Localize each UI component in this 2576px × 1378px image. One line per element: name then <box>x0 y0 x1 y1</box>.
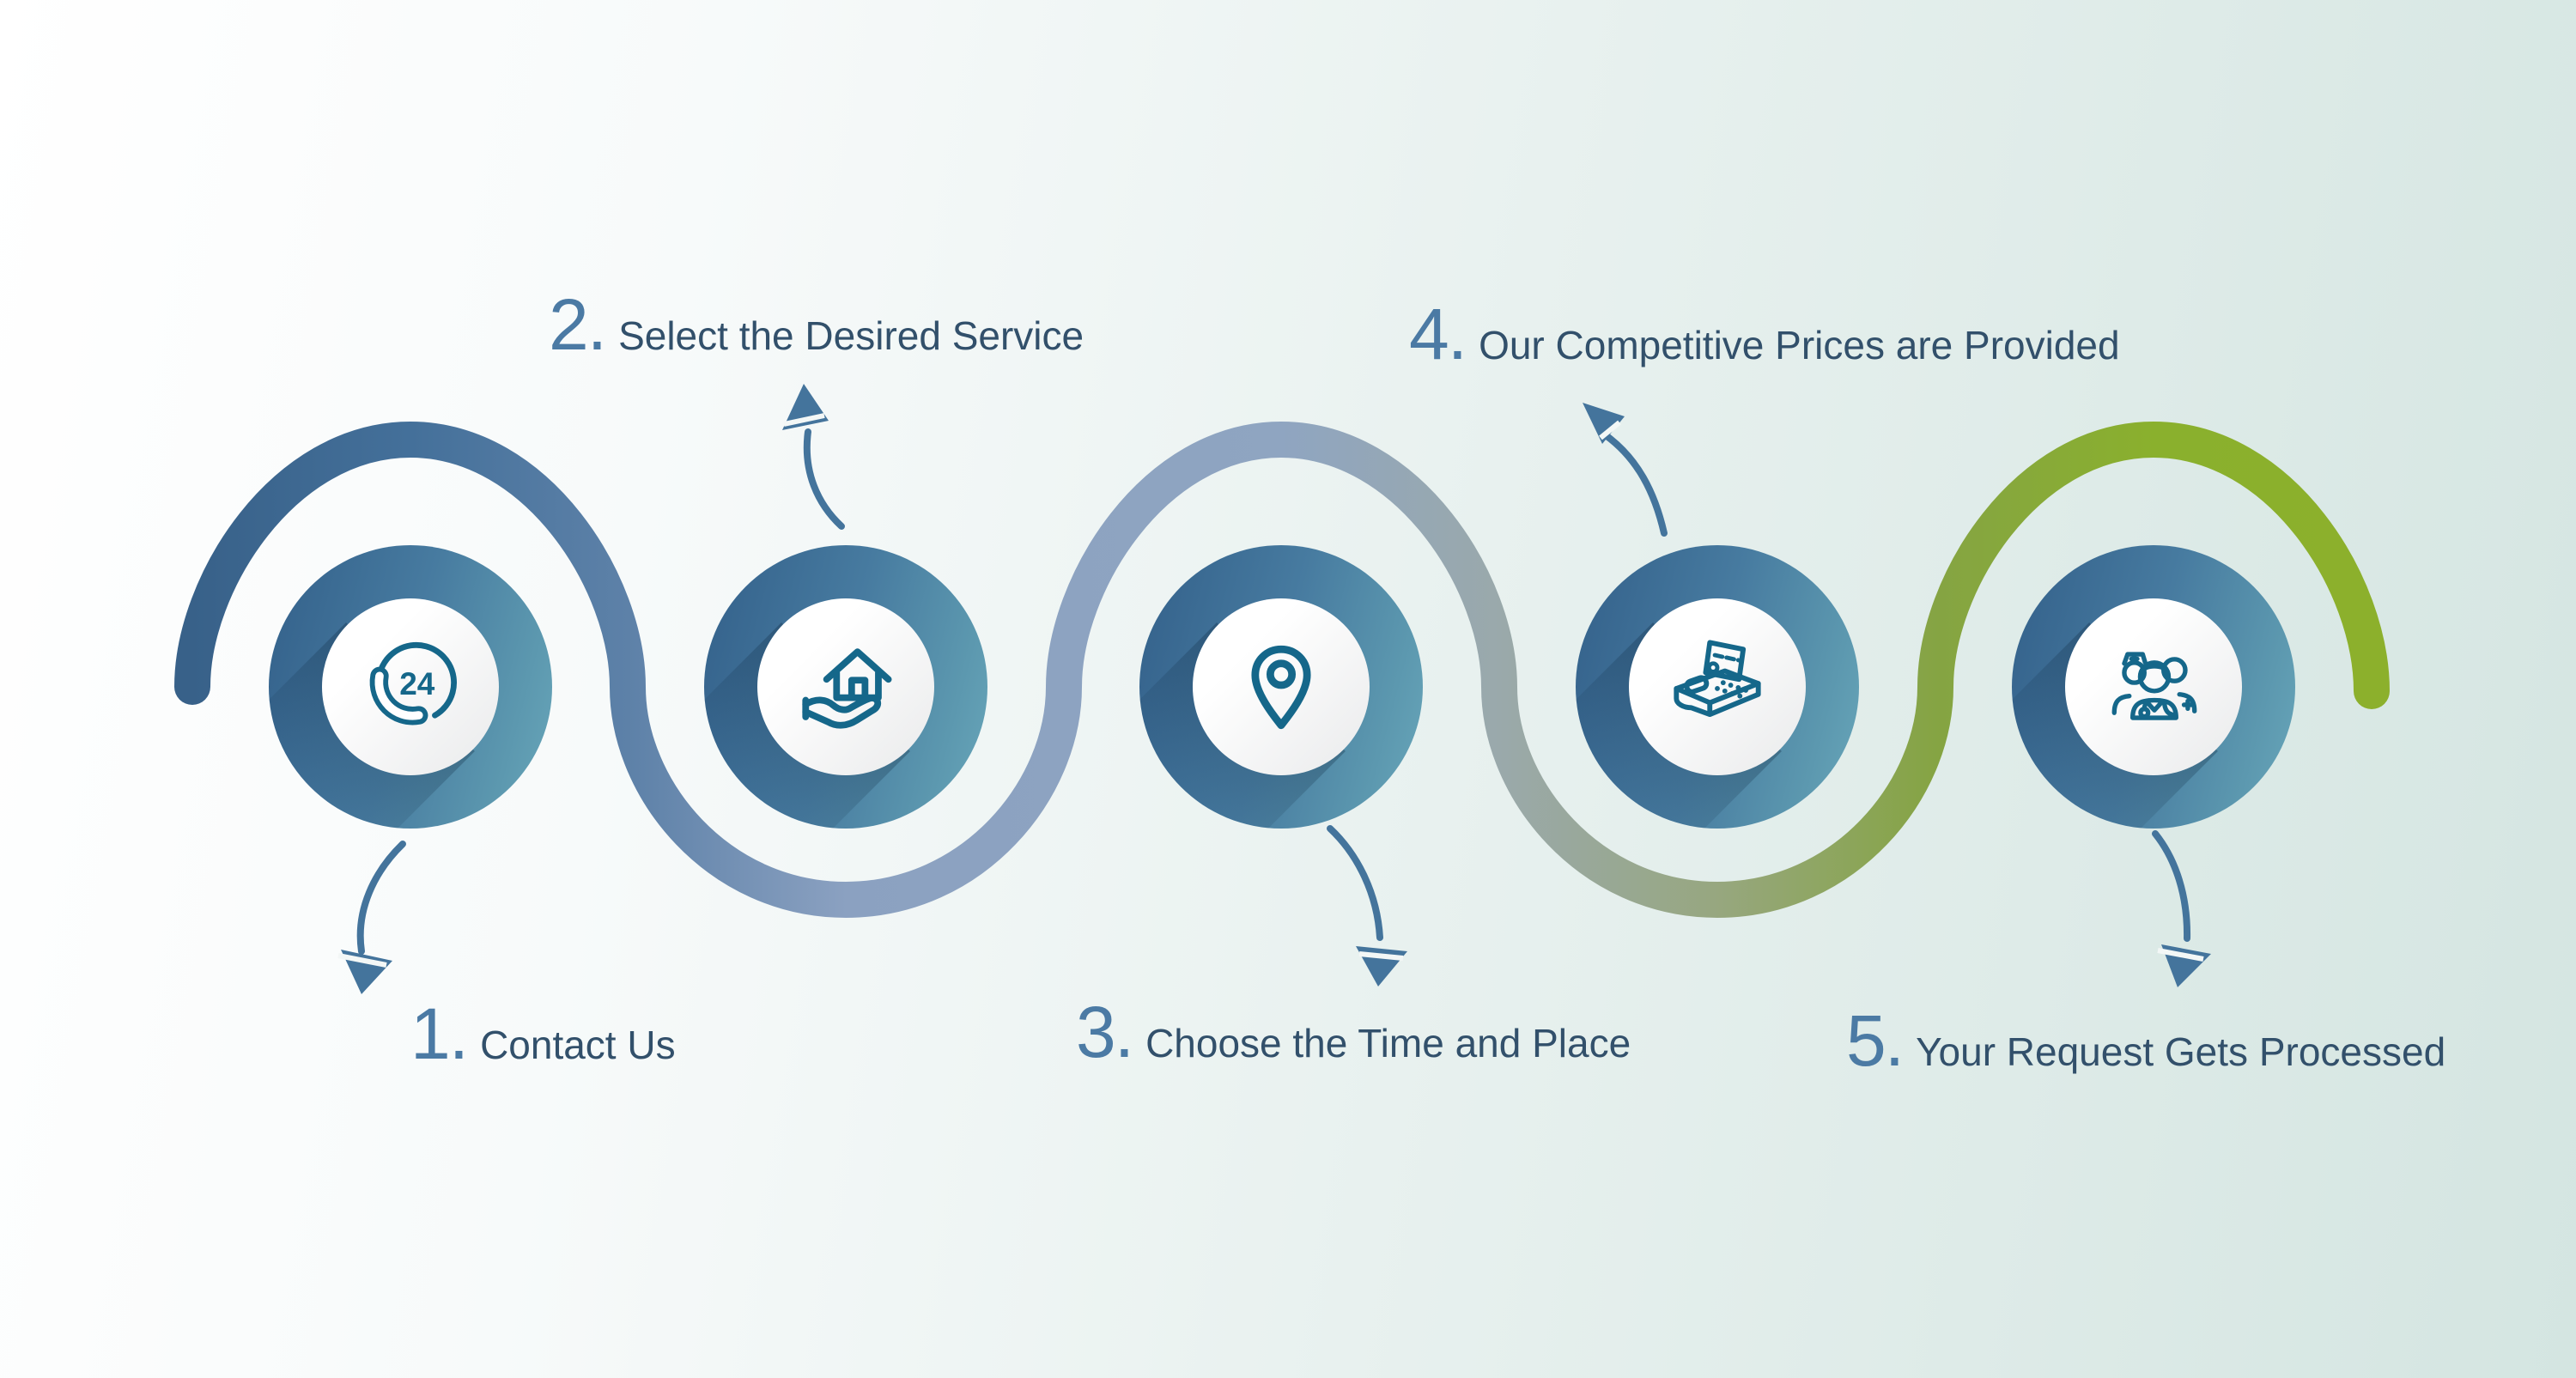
step-3-circle <box>1139 545 1423 829</box>
step-number: 1. <box>410 993 469 1074</box>
step-label-text: Choose the Time and Place <box>1145 1021 1631 1065</box>
step-label-text: Our Competitive Prices are Provided <box>1479 323 2120 367</box>
step-5-circle <box>2012 545 2295 829</box>
phone-24-icon: 24 <box>369 641 458 725</box>
step-4-circle <box>1576 545 1859 829</box>
step-4-inner-circle <box>1629 598 1806 775</box>
step-5-label: 5. Your Request Gets Processed <box>1846 999 2445 1083</box>
arrow-to-step-2 <box>782 384 845 530</box>
house-in-hand-icon <box>802 648 892 729</box>
step-1-circle: 24 <box>269 545 552 829</box>
step-1-label: 1. Contact Us <box>410 993 676 1076</box>
step-1-inner-circle: 24 <box>322 598 499 775</box>
arrow-to-step-5 <box>2152 830 2211 987</box>
step-5-inner-circle <box>2065 598 2242 775</box>
step-number: 5. <box>1846 1000 1905 1081</box>
step-3-inner-circle <box>1193 598 1370 775</box>
step-number: 3. <box>1076 992 1134 1072</box>
location-pin-icon <box>1251 645 1311 730</box>
process-wave <box>174 421 2390 919</box>
step-number: 2. <box>549 284 607 365</box>
payment-terminal-icon <box>1674 640 1761 718</box>
step-2-inner-circle <box>757 598 934 775</box>
step-label-text: Select the Desired Service <box>618 313 1084 358</box>
medical-team-icon <box>2111 652 2197 720</box>
arrow-to-step-1 <box>337 841 406 994</box>
step-2-label: 2. Select the Desired Service <box>549 283 1084 367</box>
step-4-label: 4. Our Competitive Prices are Provided <box>1409 293 2120 376</box>
step-number: 4. <box>1409 294 1467 374</box>
step-2-circle <box>704 545 987 829</box>
svg-text:24: 24 <box>399 666 435 701</box>
step-label-text: Contact Us <box>480 1023 676 1067</box>
arrow-to-step-3 <box>1327 825 1407 986</box>
arrow-to-step-4 <box>1583 403 1668 537</box>
step-label-text: Your Request Gets Processed <box>1916 1029 2446 1074</box>
step-3-label: 3. Choose the Time and Place <box>1076 991 1631 1074</box>
